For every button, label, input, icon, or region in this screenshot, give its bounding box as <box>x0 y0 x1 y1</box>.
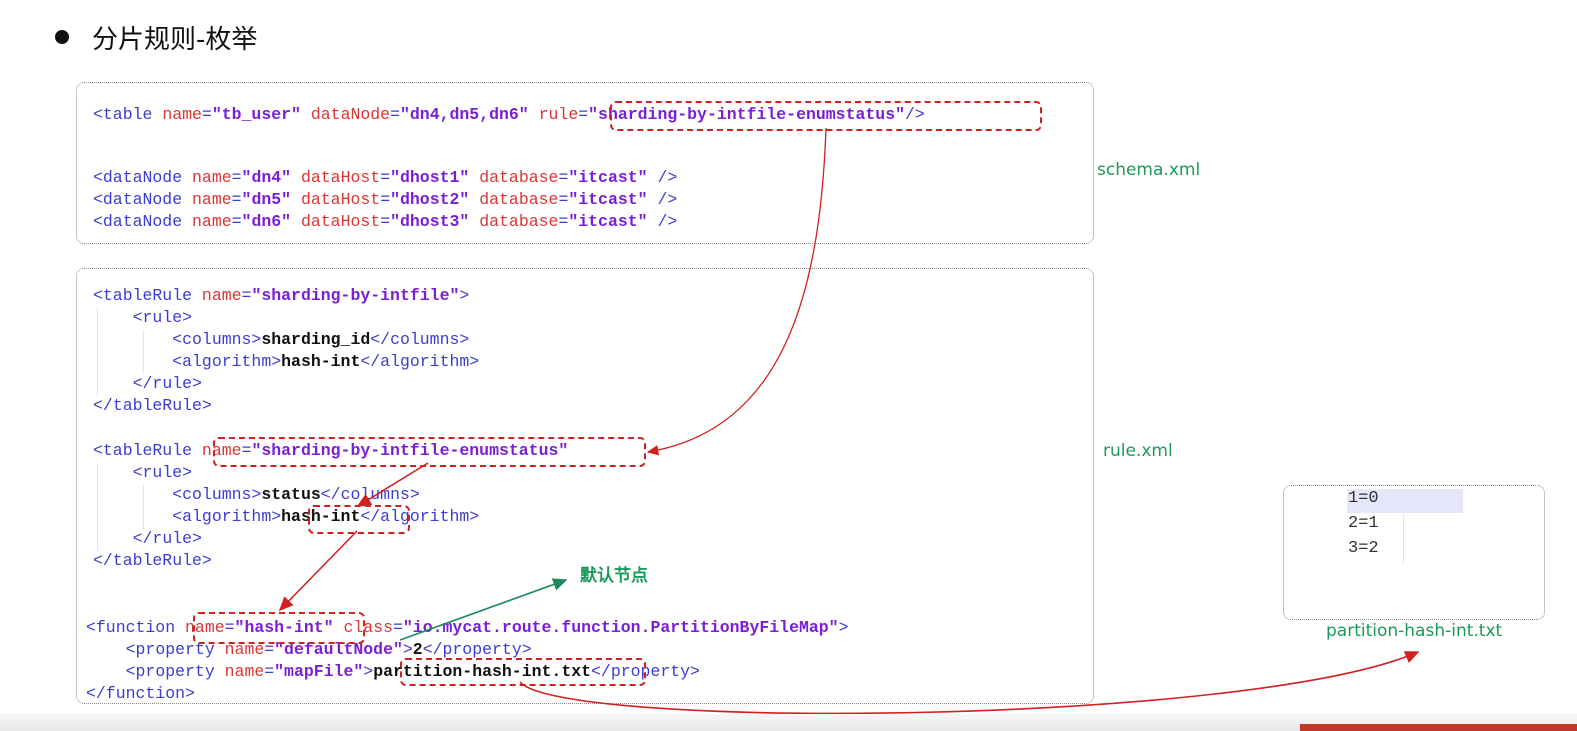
page-title: 分片规则-枚举 <box>92 25 258 55</box>
rule-tablerule-1: <tableRule name="sharding-by-intfile"> <… <box>93 286 480 415</box>
schema-datanode-list: <dataNode name="dn4" dataHost="dhost1" d… <box>93 167 677 233</box>
default-node-label: 默认节点 <box>580 566 648 586</box>
indent-guide <box>97 308 98 396</box>
datanode-line: <dataNode name="dn6" dataHost="dhost3" d… <box>93 212 678 231</box>
arrow-tablerule-to-algorithm <box>356 462 429 507</box>
mapfile-box <box>1283 485 1545 620</box>
schema-table-line: <table name="tb_user" dataNode="dn4,dn5,… <box>93 105 925 124</box>
rule-function: <function name="hash-int" class="io.myca… <box>86 618 849 703</box>
datanode-line: <dataNode name="dn5" dataHost="dhost2" d… <box>93 190 678 209</box>
mapfile-label: partition-hash-int.txt <box>1326 621 1503 641</box>
highlight-tablerule-name <box>213 437 646 467</box>
arrow-mapfile-to-file <box>519 651 1420 715</box>
indent-guide <box>1403 514 1404 564</box>
indent-guide <box>143 330 144 374</box>
mapfile-line: 1=0 <box>1348 489 1379 508</box>
line-highlight <box>1347 489 1463 513</box>
rule-file-label: rule.xml <box>1103 441 1173 461</box>
mapfile-line: 3=2 <box>1348 539 1379 558</box>
schema-box <box>76 82 1094 244</box>
datanode-line: <dataNode name="dn4" dataHost="dhost1" d… <box>93 168 678 187</box>
bottom-bar <box>0 714 1577 731</box>
arrow-default-node <box>399 578 568 641</box>
rule-tablerule-2: <tableRule name="sharding-by-intfile-enu… <box>93 441 569 570</box>
progress-accent <box>1300 724 1577 731</box>
schema-file-label: schema.xml <box>1097 160 1201 180</box>
indent-guide <box>97 463 98 551</box>
arrow-rule-to-tablerule <box>646 127 827 456</box>
mapfile-line: 2=1 <box>1348 514 1379 533</box>
bullet-dot <box>55 30 69 44</box>
rule-box <box>76 268 1094 704</box>
arrow-algorithm-to-function <box>278 530 358 612</box>
highlight-function-name <box>193 612 365 644</box>
indent-guide <box>143 485 144 529</box>
